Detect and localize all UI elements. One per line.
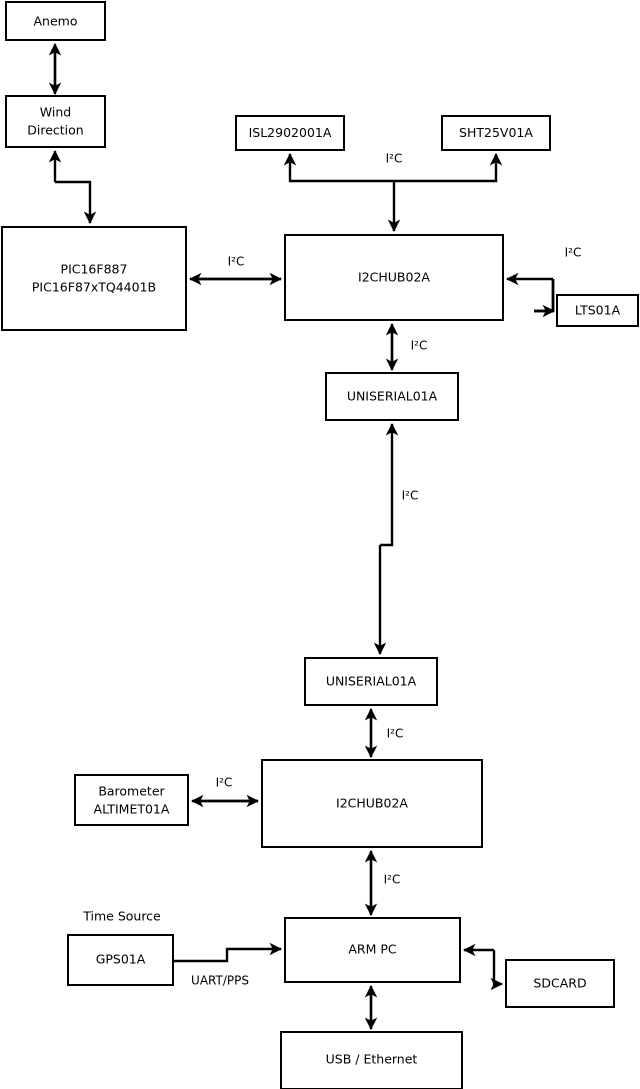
edge-hub-isl-sht [283,153,503,232]
node-lts01a[interactable]: LTS01A [556,294,639,327]
node-usb-ethernet[interactable]: USB / Ethernet [280,1031,463,1089]
node-anemo[interactable]: Anemo [5,1,106,41]
node-label: SHT25V01A [459,125,533,140]
node-label-line1: PIC16F887 [61,262,128,277]
edge-line [380,423,399,547]
edge-label-hub-isl-sht: I²C [386,152,403,166]
node-label: Anemo [34,14,78,29]
node-wind-direction[interactable]: Wind Direction [5,95,106,148]
node-label: UNISERIAL01A [326,674,417,689]
edge-hub-lts [506,272,555,318]
node-label: USB / Ethernet [326,1052,418,1067]
node-barometer[interactable]: Barometer ALTIMET01A [74,774,189,826]
node-gps01a[interactable]: GPS01A [67,934,174,986]
node-label: I2CHUB02A [358,270,430,285]
edge-label-hub-uniserial-up: I²C [411,339,428,353]
edges-group [48,43,555,1030]
free-labels-group: Time Source [82,909,161,924]
edge-uniserial-link [373,423,399,655]
edge-label-pic-hub: I²C [228,255,245,269]
node-isl2902001a[interactable]: ISL2902001A [235,115,345,151]
node-label: UNISERIAL01A [347,389,438,404]
edge-line [490,950,503,991]
edge-line [394,153,503,183]
edge-label-hub-lts: I²C [565,246,582,260]
edge-label-barometer-hub: I²C [216,776,233,790]
node-label-line1: Barometer [98,784,165,799]
node-uniserial01a-lower[interactable]: UNISERIAL01A [304,657,438,706]
node-label-line2: Direction [27,123,83,138]
node-label: GPS01A [96,952,146,967]
node-label: SDCARD [533,976,586,991]
edge-line [283,153,394,183]
node-pic16f887[interactable]: PIC16F887 PIC16F87xTQ4401B [1,226,187,331]
edge-label-gps-armpc: UART/PPS [191,974,249,988]
edge-label-hub-armpc: I²C [384,873,401,887]
node-i2chub02a-top[interactable]: I2CHUB02A [284,234,504,321]
time-source-label: Time Source [82,909,161,924]
edge-line [55,180,97,224]
edge-armpc-sdcard [463,943,503,991]
edge-label-uniserial-link: I²C [402,489,419,503]
node-label: ARM PC [348,942,397,957]
edge-line [173,942,282,963]
node-label: ISL2902001A [249,125,332,140]
node-label: LTS01A [575,303,621,318]
node-i2chub02a-bottom[interactable]: I2CHUB02A [261,759,483,848]
node-label: I2CHUB02A [336,796,408,811]
node-arm-pc[interactable]: ARM PC [284,917,461,983]
node-sht25v01a[interactable]: SHT25V01A [441,115,551,151]
edge-label-uniserial-hub-bot: I²C [387,727,404,741]
node-label-line2: ALTIMET01A [94,802,170,817]
node-label-line2: PIC16F87xTQ4401B [32,280,156,295]
edge-wind-pic [48,150,97,224]
node-uniserial01a-upper[interactable]: UNISERIAL01A [325,372,459,421]
edge-gps-armpc [173,942,282,963]
edge-line [534,279,555,313]
node-label-line1: Wind [40,105,71,120]
node-sdcard[interactable]: SDCARD [505,959,615,1008]
edge-labels-group: I²C I²C I²C I²C I²C I²C I²C I²C UART/PPS [191,152,581,988]
